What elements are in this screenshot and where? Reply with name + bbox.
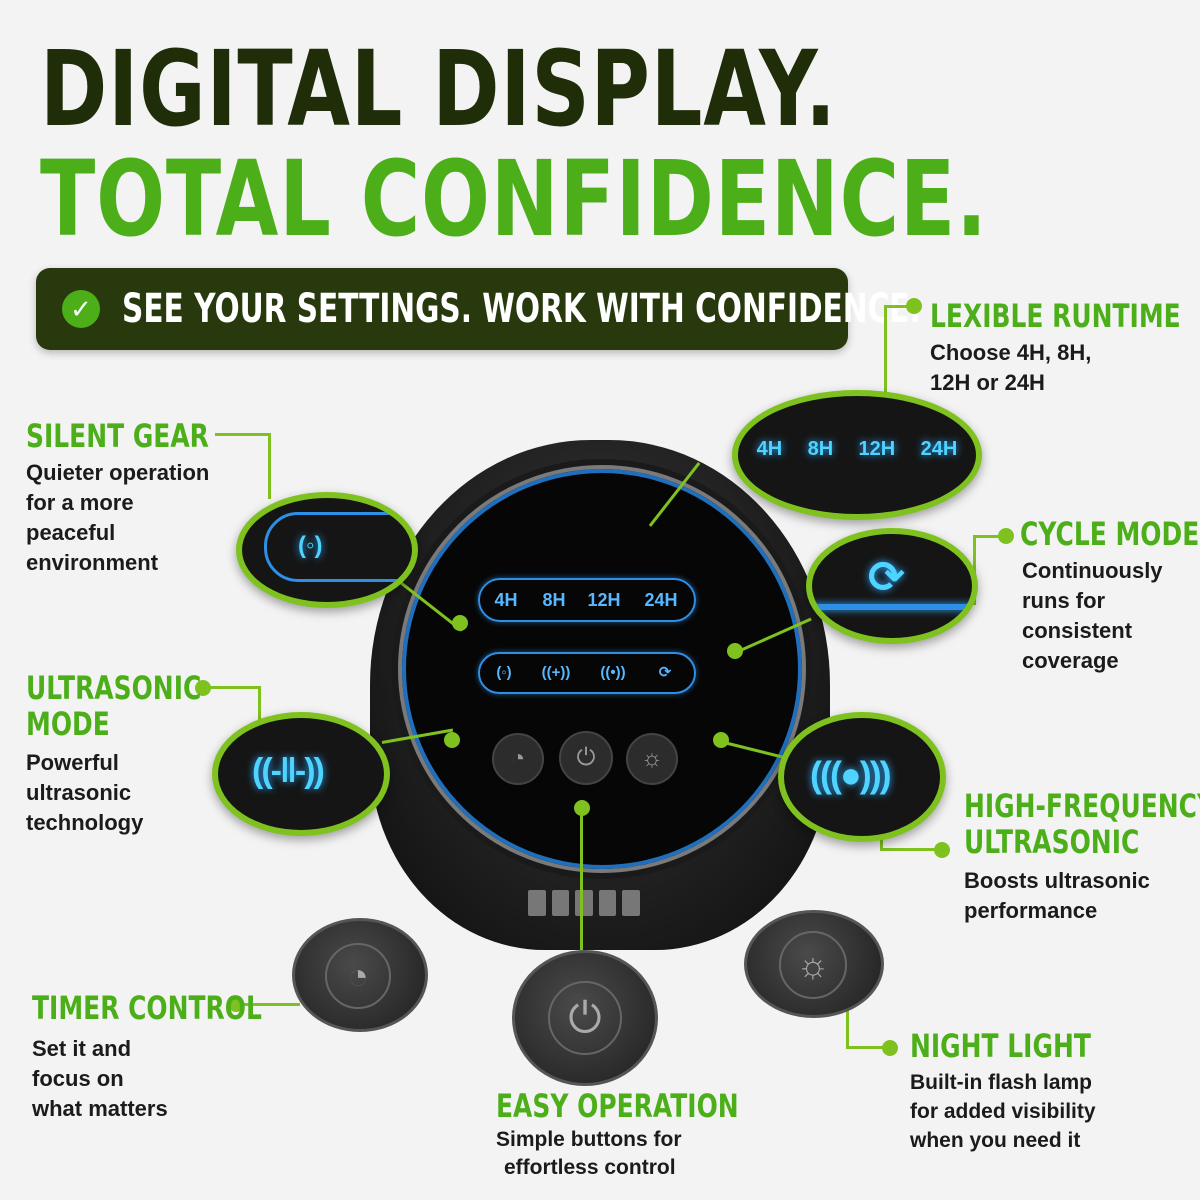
connector-line <box>884 305 914 308</box>
silent-gear-icon[interactable]: (◦) <box>496 664 512 681</box>
connector-line <box>238 1003 300 1006</box>
cycle-mode-title: CYCLE MODE <box>1020 515 1200 553</box>
mode-selector[interactable]: (◦) ((+)) ((•)) ⟳ <box>478 652 696 694</box>
high-frequency-title-1: HIGH-FREQUENCY <box>964 787 1200 825</box>
banner-text: SEE YOUR SETTINGS. WORK WITH CONFIDENCE. <box>122 286 921 332</box>
ultrasonic-zoom-bubble: ((-‖-)) <box>212 712 390 836</box>
connector-line <box>846 1046 888 1049</box>
flexible-runtime-title: LEXIBLE RUNTIME <box>930 297 1181 335</box>
connector-line <box>200 686 260 689</box>
cycle-icon[interactable]: ⟳ <box>658 664 672 681</box>
timer-control-title: TIMER CONTROL <box>32 989 262 1027</box>
control-panel <box>398 465 806 873</box>
connector-dot <box>906 298 922 314</box>
connector-dot <box>882 1040 898 1056</box>
headline-line-2: TOTAL CONFIDENCE. <box>40 138 988 260</box>
ultrasonic-mode-desc: Powerful ultrasonic technology <box>26 750 144 835</box>
silent-gear-zoom-bubble: (◦) <box>236 492 418 608</box>
power-icon: ⏻ <box>548 981 622 1055</box>
timer-selector[interactable]: 4H 8H 12H 24H <box>478 578 696 622</box>
connector-line <box>268 433 271 499</box>
power-button-zoom: ⏻ <box>512 950 658 1086</box>
confidence-banner: ✓ SEE YOUR SETTINGS. WORK WITH CONFIDENC… <box>36 268 921 350</box>
high-frequency-icon: (((●))) <box>810 754 892 795</box>
timer-button-zoom: ◔ <box>292 918 428 1032</box>
connector-dot <box>727 643 743 659</box>
timer-8h[interactable]: 8H <box>542 590 566 610</box>
sun-icon: ☼ <box>779 931 847 999</box>
connector-line <box>846 1010 849 1048</box>
connector-line <box>258 686 261 726</box>
timer-button[interactable]: ◔ <box>492 733 544 785</box>
easy-operation-title: EASY OPERATION <box>496 1087 739 1125</box>
runtime-zoom-bubble: 4H 8H 12H 24H <box>732 390 982 520</box>
timer-24h[interactable]: 24H <box>644 590 678 610</box>
night-light-desc: Built-in flash lamp for added visibility… <box>910 1071 1096 1152</box>
silent-gear-desc: Quieter operation for a more peaceful en… <box>26 460 210 575</box>
silent-gear-title: SILENT GEAR <box>26 417 209 455</box>
power-button[interactable]: ⏻ <box>559 731 613 785</box>
clock-icon: ◔ <box>325 943 391 1009</box>
high-frequency-title-2: ULTRASONIC <box>964 823 1140 861</box>
high-frequency-zoom-bubble: (((●))) <box>778 712 946 842</box>
connector-dot <box>998 528 1014 544</box>
connector-dot <box>444 732 460 748</box>
ultrasonic-icon[interactable]: ((+)) <box>541 664 571 681</box>
zoom-timer-24h: 24H <box>920 438 958 460</box>
connector-line <box>215 433 270 436</box>
light-button-zoom: ☼ <box>744 910 884 1018</box>
high-frequency-desc: Boosts ultrasonic performance <box>964 868 1150 923</box>
flexible-runtime-desc: Choose 4H, 8H, 12H or 24H <box>930 340 1092 395</box>
ultrasonic-icon: ((-‖-)) <box>252 752 325 790</box>
connector-line <box>580 808 583 960</box>
night-light-title: NIGHT LIGHT <box>910 1027 1091 1065</box>
headline-line-1: DIGITAL DISPLAY. <box>40 28 837 150</box>
easy-operation-desc: Simple buttons for effortless control <box>496 1128 682 1179</box>
connector-dot <box>934 842 950 858</box>
zoom-timer-12h: 12H <box>858 438 896 460</box>
high-frequency-icon[interactable]: ((•)) <box>600 664 626 681</box>
timer-4h[interactable]: 4H <box>494 590 518 610</box>
light-button[interactable]: ☼ <box>626 733 678 785</box>
timer-12h[interactable]: 12H <box>587 590 621 610</box>
cycle-zoom-bubble: ⟳ <box>806 528 978 644</box>
ultrasonic-mode-title-1: ULTRASONIC <box>26 669 202 707</box>
connector-line <box>884 305 887 393</box>
connector-line <box>973 535 1003 538</box>
check-icon: ✓ <box>62 290 100 328</box>
connector-dot <box>228 996 244 1012</box>
cycle-icon: ⟳ <box>868 553 905 602</box>
ultrasonic-mode-title-2: MODE <box>26 705 110 743</box>
zoom-timer-8h: 8H <box>807 438 834 460</box>
silent-gear-icon: (◦) <box>298 532 323 559</box>
connector-line <box>880 848 940 851</box>
timer-control-desc: Set it and focus on what matters <box>32 1036 168 1121</box>
air-vent <box>528 890 640 916</box>
zoom-timer-4h: 4H <box>756 438 783 460</box>
connector-dot <box>452 615 468 631</box>
cycle-mode-desc: Continuously runs for consistent coverag… <box>1022 558 1163 673</box>
